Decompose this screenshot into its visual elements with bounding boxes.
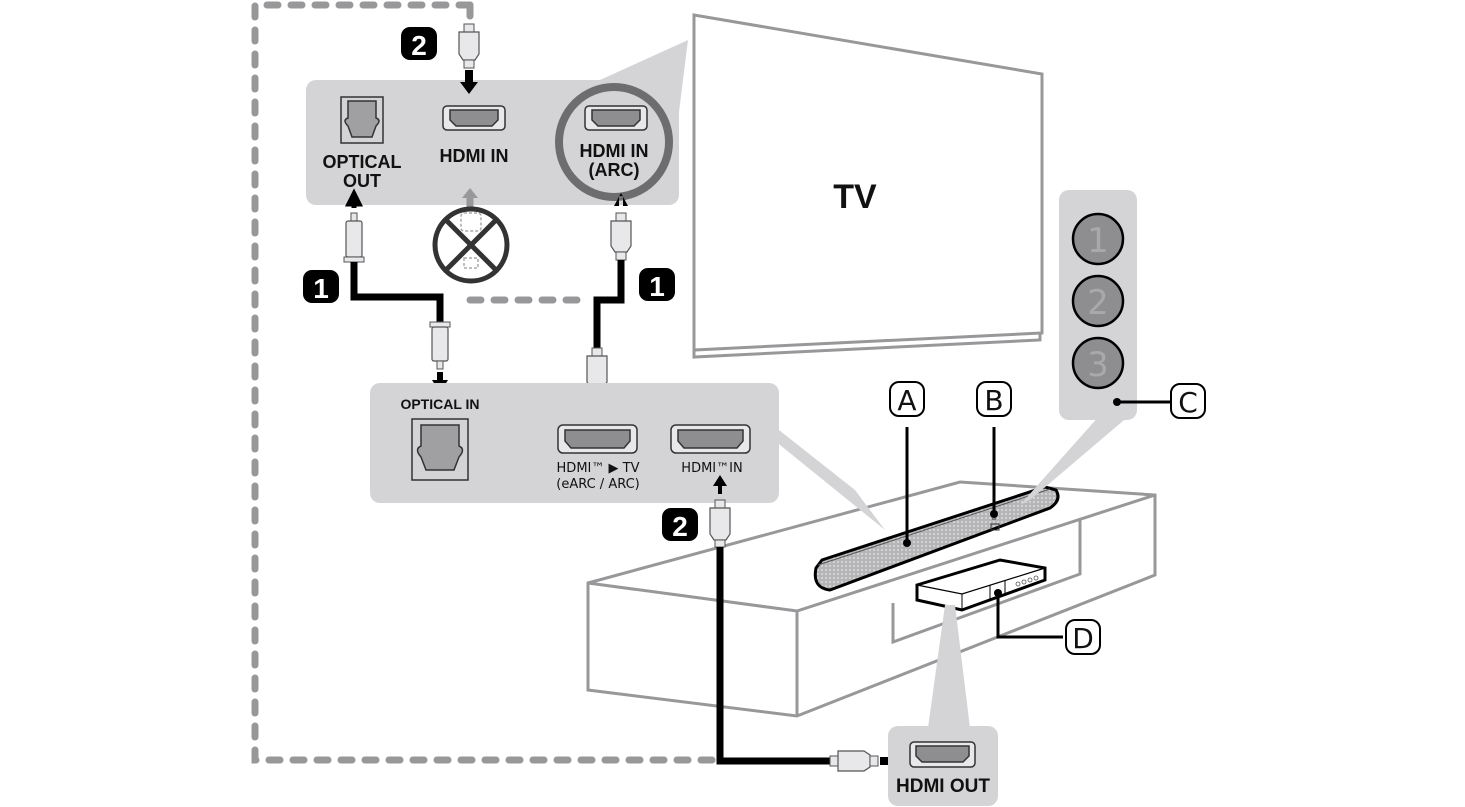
hdmi-in-arc-port [584, 105, 648, 131]
svg-text:B: B [984, 384, 1003, 417]
svg-text:1: 1 [1087, 221, 1109, 261]
step-badge-2-top: 2 [401, 27, 437, 61]
optical-out-label-1: OPTICAL [323, 152, 402, 172]
optical-cable [343, 188, 451, 393]
hdmi-in-soundbar-port [670, 424, 751, 454]
step-badge-2-bottom: 2 [662, 508, 698, 542]
tv-stand [586, 480, 1157, 718]
source-device [915, 558, 1047, 612]
svg-text:2: 2 [1087, 283, 1109, 323]
arc-highlight-ring [555, 83, 673, 201]
svg-text:1: 1 [649, 271, 665, 302]
dashed-route [251, 1, 722, 764]
callout-b: B [976, 381, 1012, 531]
source-port-panel: HDMI OUT [888, 726, 998, 806]
hdmi-to-tv-port [557, 424, 638, 454]
hdmi-to-tv-label-1: HDMI™ ▶ TV [557, 461, 640, 476]
svg-text:D: D [1072, 622, 1094, 655]
callout-a: A [889, 381, 925, 547]
hdmi-in-label: HDMI IN [440, 146, 509, 166]
hdmi-to-tv-label-2: (eARC / ARC) [556, 477, 640, 492]
buttons-panel: 1 2 3 [1059, 190, 1137, 420]
prohibited-icon [432, 188, 510, 284]
svg-text:3: 3 [1087, 345, 1109, 385]
step-badge-1-optical: 1 [303, 270, 339, 304]
svg-text:C: C [1178, 386, 1198, 419]
optical-in-label: OPTICAL IN [400, 396, 479, 412]
tv-label: TV [833, 178, 877, 216]
hdmi-in-arc-label-2: (ARC) [589, 160, 640, 180]
callout-c: C [1113, 383, 1206, 419]
optical-out-label-2: OUT [343, 171, 381, 191]
button-3: 3 [1071, 336, 1125, 390]
tv: TV [692, 13, 1044, 359]
callout-d: D [994, 589, 1101, 655]
hdmi-in-arc-label-1: HDMI IN [580, 141, 649, 161]
svg-text:2: 2 [672, 511, 688, 542]
optical-out-port [340, 96, 384, 144]
hdmi-out-port [909, 741, 976, 768]
soundbar-port-panel: OPTICAL IN HDMI™ ▶ TV (eARC / ARC) HDMI™… [370, 383, 779, 503]
hdmi-out-label: HDMI OUT [896, 776, 990, 797]
tv-port-panel: OPTICAL OUT HDMI IN HDMI IN (ARC) [306, 80, 679, 205]
hdmi-in-port [442, 105, 506, 131]
svg-text:2: 2 [411, 30, 427, 61]
svg-text:1: 1 [313, 273, 329, 304]
button-1: 1 [1071, 212, 1125, 266]
source-panel-pointer [928, 605, 970, 728]
svg-text:A: A [897, 384, 916, 417]
optical-in-port [411, 418, 469, 481]
hdmi-in-soundbar-label: HDMI™IN [681, 461, 742, 476]
button-2: 2 [1071, 274, 1125, 328]
step-badge-1-hdmi: 1 [639, 268, 675, 302]
buttons-panel-pointer [1020, 415, 1130, 505]
soundbar-panel-pointer [760, 415, 885, 530]
hdmi-plug-top [458, 23, 480, 94]
